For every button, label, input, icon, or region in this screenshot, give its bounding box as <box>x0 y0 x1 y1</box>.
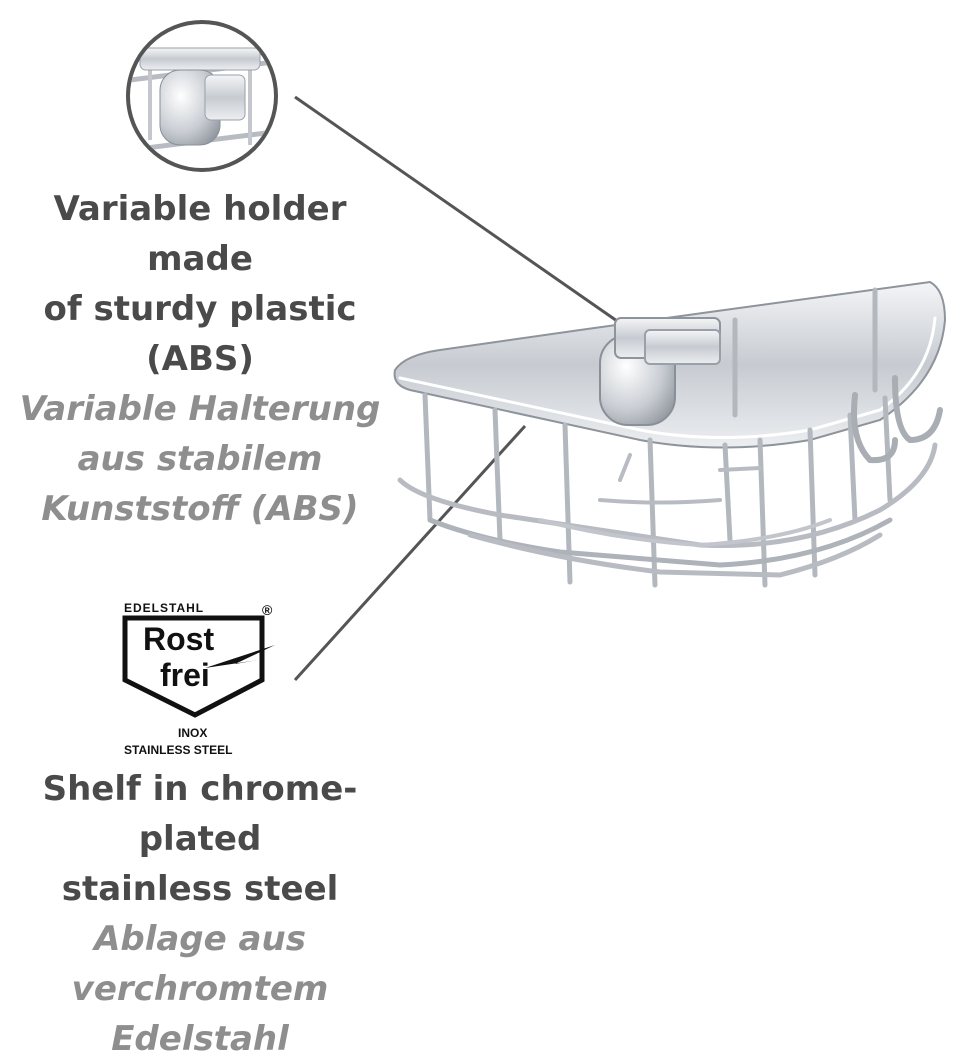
holder-caption-de-line2: aus stabilem <box>77 439 323 479</box>
shelf-basket <box>393 280 947 588</box>
shelf-caption: Shelf in chrome-plated stainless steel A… <box>0 764 400 1064</box>
badge-registered-mark: ® <box>262 602 273 618</box>
badge-frei-text: frei <box>160 657 210 693</box>
shelf-caption-en-line1: Shelf in chrome-plated <box>42 769 358 859</box>
shelf-leader-line <box>293 424 527 682</box>
badge-inox-text: INOX <box>178 726 207 740</box>
holder-caption-en-line2: of sturdy plastic <box>43 289 357 329</box>
holder-caption-en-line1: Variable holder made <box>53 189 347 279</box>
shelf-caption-en-line2: stainless steel <box>61 869 339 909</box>
badge-top-text: EDELSTAHL <box>124 601 204 615</box>
holder-caption-en-line3: (ABS) <box>146 339 254 379</box>
rostfrei-badge: EDELSTAHL ® Rost frei INOX STAINLESS STE… <box>122 601 275 757</box>
holder-caption-de-line1: Variable Halterung <box>19 389 381 429</box>
holder-caption-de-line3: Kunststoff (ABS) <box>41 489 359 529</box>
holder-caption: Variable holder made of sturdy plastic (… <box>0 184 400 534</box>
badge-lightning-icon <box>205 645 275 668</box>
product-illustration: EDELSTAHL ® Rost frei INOX STAINLESS STE… <box>122 20 947 757</box>
shelf-caption-de-line2: verchromtem Edelstahl <box>71 969 329 1059</box>
badge-stainless-text: STAINLESS STEEL <box>124 743 232 757</box>
holder-leader-line <box>294 95 631 332</box>
holder-detail-circle <box>126 20 278 172</box>
badge-rost-text: Rost <box>143 621 214 657</box>
shelf-caption-de-line1: Ablage aus <box>94 919 306 959</box>
